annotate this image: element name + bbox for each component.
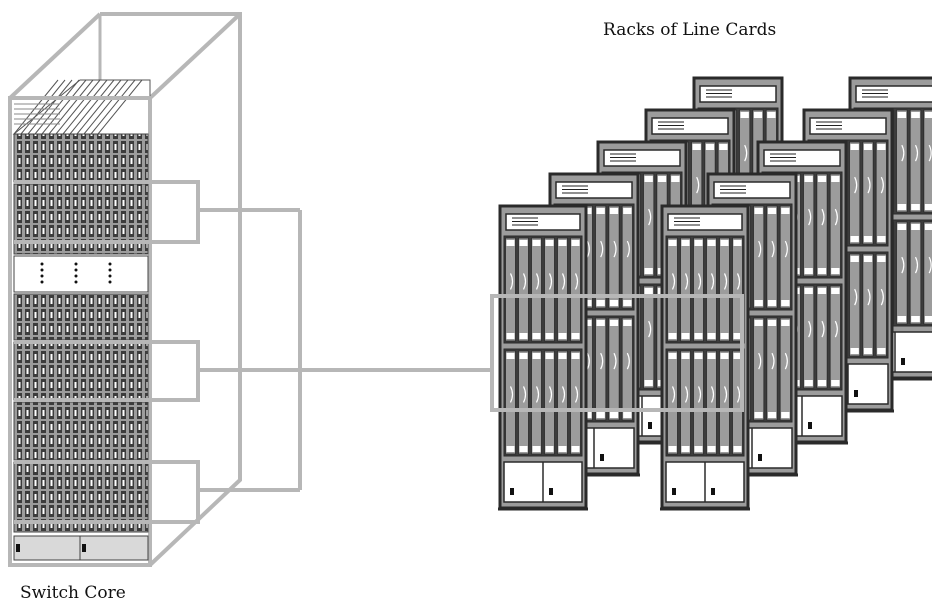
core-base (14, 536, 148, 560)
core-shelf-4 (14, 342, 148, 400)
chassis-top-right-edge (150, 14, 240, 98)
racks-label: Racks of Line Cards (603, 20, 776, 40)
line-card-rack (660, 206, 750, 509)
core-base-handle-left (16, 544, 20, 552)
switch-core-label: Switch Core (20, 583, 126, 603)
core-shelf-5 (14, 402, 148, 460)
core-base-handle-right (82, 544, 86, 552)
core-ellipsis-panel (14, 256, 148, 292)
core-shelf-1 (14, 134, 148, 182)
line-card-rack (498, 206, 588, 509)
line-card-racks (498, 78, 932, 509)
switch-core-chassis (10, 14, 240, 565)
core-shelf-3 (14, 294, 148, 340)
